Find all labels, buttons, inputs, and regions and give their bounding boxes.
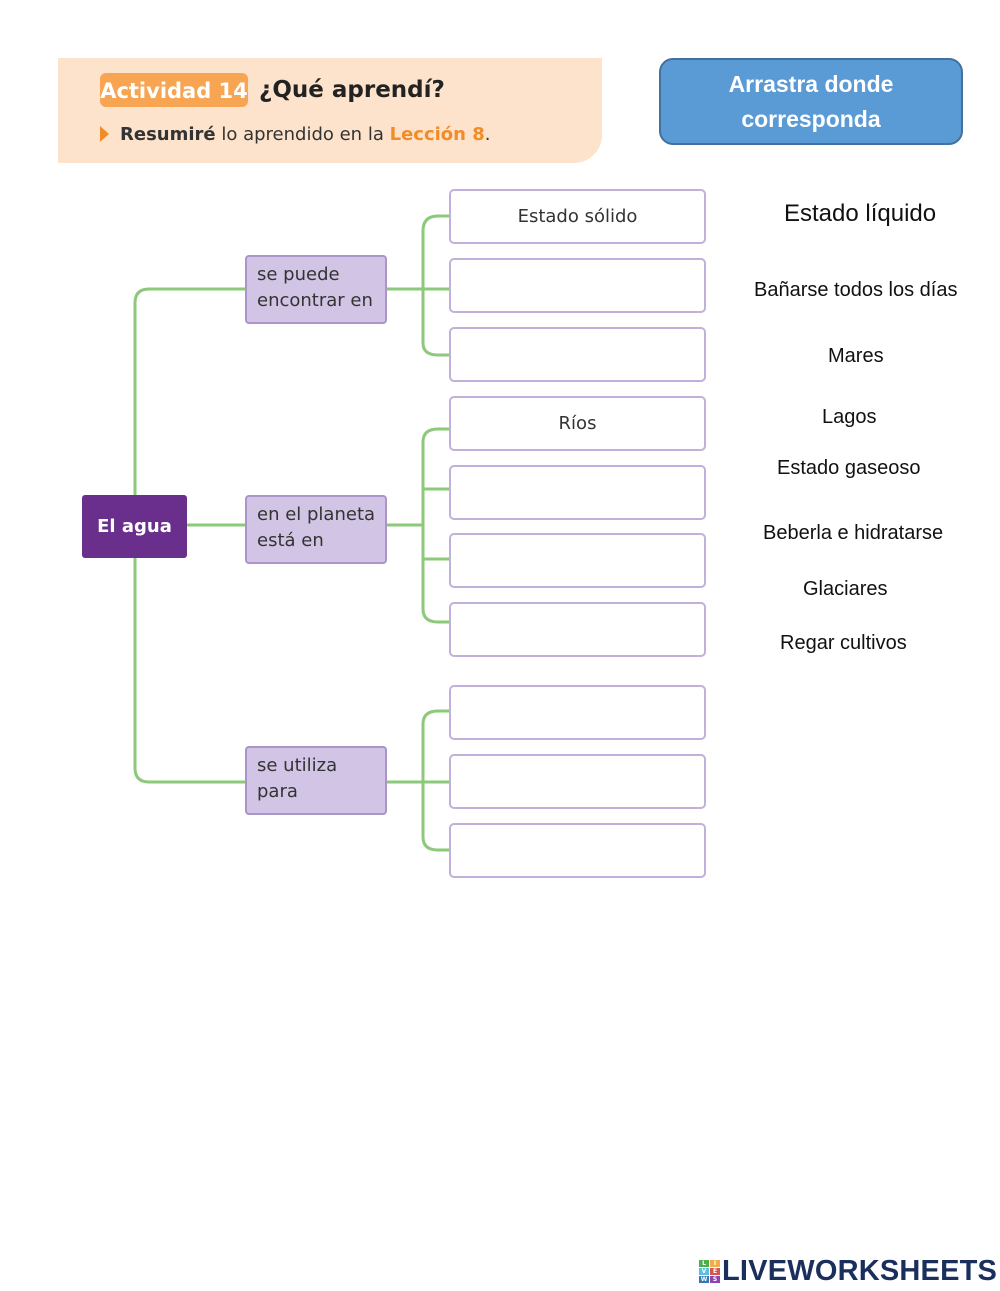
drop-slot[interactable]	[449, 602, 706, 657]
root-node: El agua	[82, 495, 187, 558]
branch-node-found-in: se puede encontrar en	[245, 255, 387, 324]
drag-option-mares[interactable]: Mares	[828, 345, 884, 367]
activity-subtitle: Resumiré lo aprendido en la Lección 8.	[120, 122, 491, 148]
drag-option-lagos[interactable]: Lagos	[822, 406, 877, 428]
liveworksheets-logo[interactable]: L I V E W S LIVEWORKSHEETS	[699, 1256, 997, 1286]
branch-node-on-planet: en el planeta está en	[245, 495, 387, 564]
drop-slot[interactable]	[449, 258, 706, 313]
branch-label: se puede encontrar en	[257, 264, 373, 311]
branch1-line	[387, 214, 449, 357]
drop-slot[interactable]	[449, 754, 706, 809]
subtitle-text: lo aprendido en la	[221, 124, 384, 145]
activity-title: ¿Qué aprendí?	[259, 77, 445, 103]
drag-option-glaciares[interactable]: Glaciares	[803, 578, 888, 600]
instruction-text: Arrastra donde corresponda	[728, 70, 894, 132]
branch-label: en el planeta está en	[257, 504, 376, 551]
drag-option-beberla[interactable]: Beberla e hidratarse	[763, 522, 944, 544]
drag-option-estado-liquido[interactable]: Estado líquido	[784, 200, 937, 227]
logo-wordmark: LIVEWORKSHEETS	[722, 1255, 998, 1287]
instruction-box: Arrastra donde corresponda	[659, 58, 963, 145]
branch3-line	[387, 709, 449, 852]
drop-slot[interactable]	[449, 533, 706, 588]
drop-slot[interactable]	[449, 823, 706, 878]
drag-option-regar[interactable]: Regar cultivos	[780, 632, 907, 654]
branch-label: se utiliza para	[257, 755, 338, 802]
drag-option-estado-gaseoso[interactable]: Estado gaseoso	[777, 457, 921, 479]
drop-slot[interactable]: Estado sólido	[449, 189, 706, 244]
subtitle-end: .	[484, 124, 491, 145]
logo-mark-icon: L I V E W S	[699, 1259, 720, 1283]
branch2-line	[387, 427, 449, 624]
lesson-reference: Lección 8	[389, 124, 485, 145]
root-trunk-lower-line	[133, 558, 245, 784]
activity-badge: Actividad 14	[100, 73, 248, 107]
drag-option-banarse[interactable]: Bañarse todos los días	[754, 279, 958, 301]
drop-slot[interactable]: Ríos	[449, 396, 706, 451]
drop-slot[interactable]	[449, 327, 706, 382]
drop-slot[interactable]	[449, 685, 706, 740]
drop-slot[interactable]	[449, 465, 706, 520]
triangle-bullet-icon	[100, 126, 109, 142]
root-trunk-line	[133, 287, 245, 495]
subtitle-bold: Resumiré	[120, 124, 216, 145]
branch-node-used-for: se utiliza para	[245, 746, 387, 815]
